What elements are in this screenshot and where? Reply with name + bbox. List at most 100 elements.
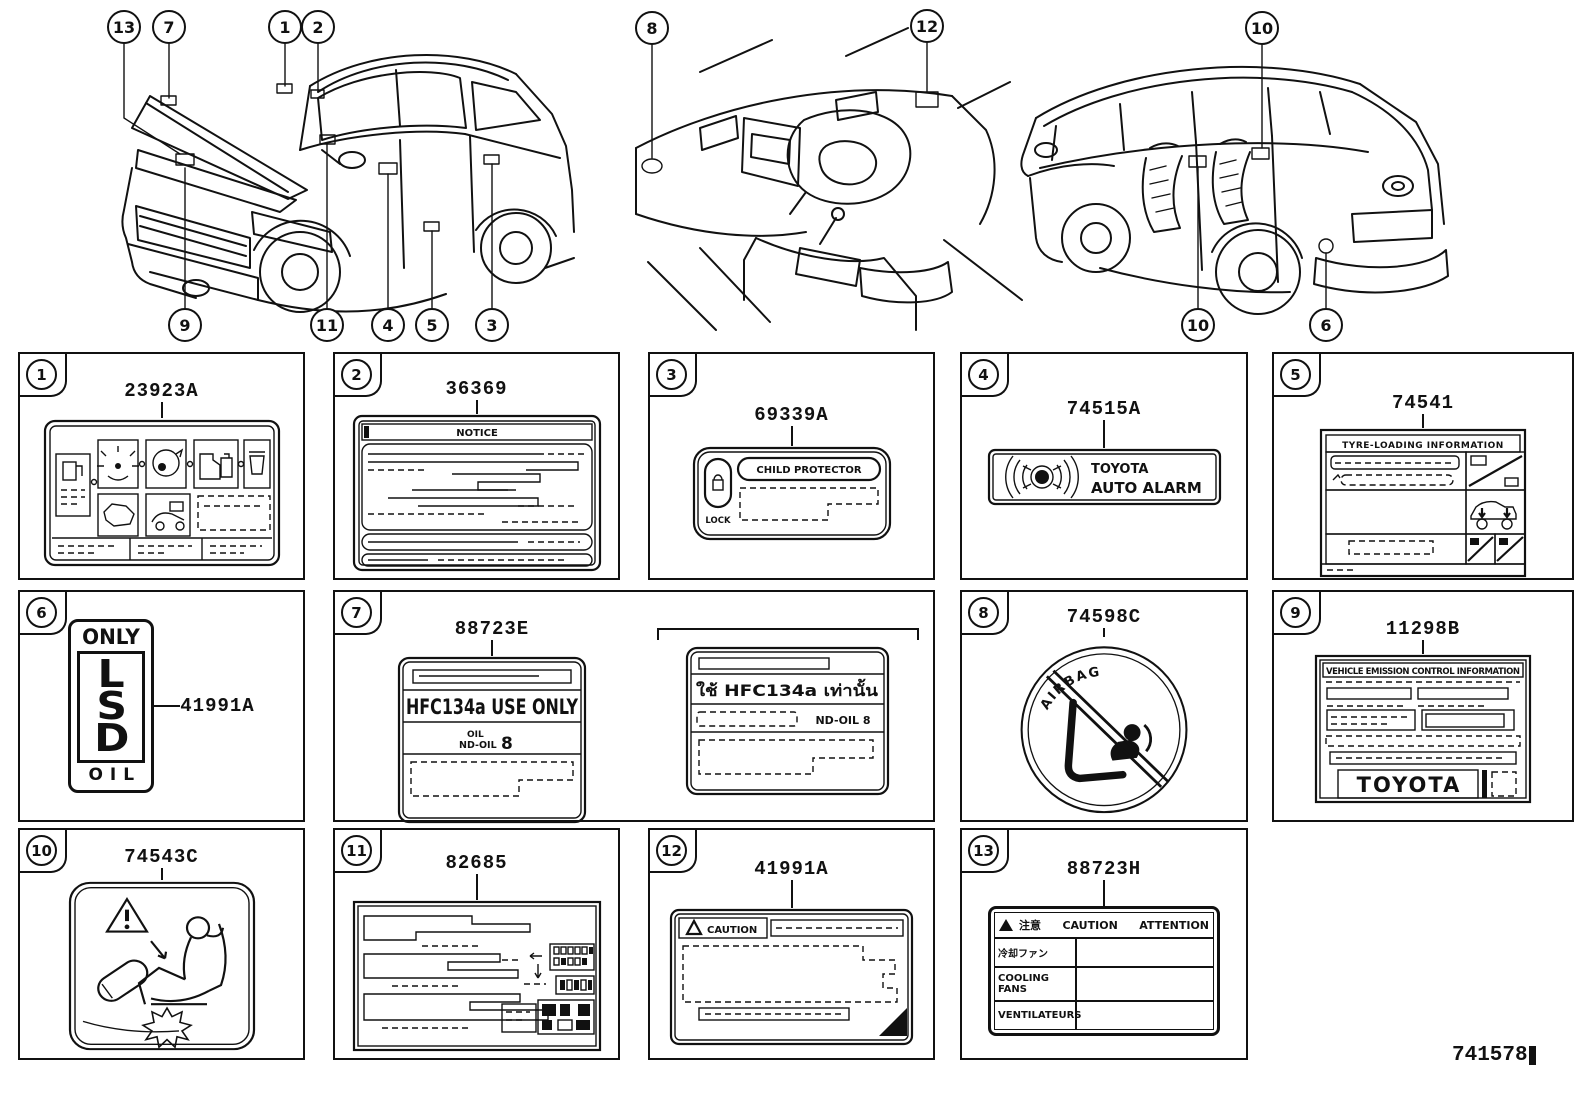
- legend-cell-7: 7 88723E HFC134a USE ONLY OIL ND-OIL 8: [333, 590, 935, 824]
- cell-number-badge: 3: [650, 354, 697, 397]
- fuse-box-label-art: [352, 900, 601, 1052]
- lsd-letters: L S D: [77, 651, 146, 764]
- cell-number-badge: 8: [962, 592, 1009, 635]
- rear-vehicle-drawing: [1020, 44, 1449, 315]
- cell-number: 12: [656, 835, 687, 866]
- caution-fr-text: ATTENTION: [1139, 918, 1210, 932]
- callout-6[interactable]: 6: [1309, 308, 1343, 342]
- cell-number: 5: [1280, 359, 1311, 390]
- legend-cell-9: 9 11298B VEHICLE EMISSION CONTROL INFORM…: [1272, 590, 1574, 822]
- part-number[interactable]: 11298B: [1385, 618, 1461, 640]
- cropped-glyph: [1528, 1046, 1536, 1065]
- legend-cell-3: 3 69339A LOCK CHILD PROTECTOR: [648, 352, 935, 580]
- caution-jp-text: 注意: [1019, 919, 1041, 932]
- lsd-only-text: ONLY: [82, 625, 141, 650]
- cell-number-badge: 1: [20, 354, 67, 397]
- callout-8[interactable]: 8: [635, 11, 669, 45]
- callout-1[interactable]: 1: [268, 10, 302, 44]
- oil-word: OIL: [467, 730, 484, 740]
- cell-number-badge: 7: [335, 592, 382, 635]
- refrigerant-headline: HFC134a USE ONLY: [406, 695, 579, 719]
- cell-number-badge: 9: [1274, 592, 1321, 635]
- cell-number: 11: [341, 835, 372, 866]
- legend-cell-12: 12 41991A CAUTION: [648, 828, 935, 1060]
- child-protector-title: CHILD PROTECTOR: [756, 465, 861, 476]
- leader-line: [790, 426, 793, 446]
- callout-7[interactable]: 7: [152, 10, 186, 44]
- tyre-loading-label-art: TYRE-LOADING INFORMATION: [1319, 428, 1527, 578]
- part-number[interactable]: 88723H: [1066, 858, 1142, 880]
- emission-control-label-art: VEHICLE EMISSION CONTROL INFORMATION TOY…: [1314, 654, 1532, 804]
- part-number[interactable]: 74598C: [1066, 606, 1142, 628]
- hfc134a-label-en-art: HFC134a USE ONLY OIL ND-OIL 8: [397, 656, 587, 824]
- cell-number: 2: [341, 359, 372, 390]
- callout-9[interactable]: 9: [168, 308, 202, 342]
- legend-cell-8: 8 74598C AIRBAG: [960, 590, 1248, 822]
- legend-cell-1: 1 23923A: [18, 352, 305, 580]
- lsd-oil-label-art: ONLY L S D OIL: [68, 619, 155, 793]
- cell-number: 4: [968, 359, 999, 390]
- callout-3[interactable]: 3: [475, 308, 509, 342]
- oil-spec: ND-OIL: [459, 740, 497, 751]
- callout-13[interactable]: 13: [107, 10, 141, 44]
- part-number[interactable]: 74515A: [1066, 398, 1142, 420]
- leader-line: [790, 880, 793, 908]
- part-number[interactable]: 74541: [1391, 392, 1454, 414]
- engine-room-caution-label-art: [43, 419, 280, 567]
- cell-number: 8: [968, 597, 999, 628]
- table-row: 冷却ファン: [995, 939, 1213, 968]
- caution-label-art: CAUTION: [669, 908, 914, 1046]
- interior-dashboard-drawing: [635, 27, 1023, 331]
- part-number[interactable]: 41991A: [180, 695, 255, 717]
- cell-number-badge: 2: [335, 354, 382, 397]
- part-number[interactable]: 74543C: [124, 846, 199, 868]
- leader-line: [1103, 880, 1105, 906]
- legend-cell-5: 5 74541 TYRE-LOADING INFORMATION: [1272, 352, 1574, 580]
- vehicle-location-diagrams: [121, 27, 1449, 331]
- cooling-fan-caution-label-art: 注意 CAUTION ATTENTION 冷却ファン COOLING FANS …: [988, 906, 1220, 1036]
- cell-number-badge: 6: [20, 592, 67, 635]
- cell-number: 1: [26, 359, 57, 390]
- auto-alarm-label-art: TOYOTA AUTO ALARM: [987, 448, 1221, 506]
- callout-11[interactable]: 11: [310, 308, 344, 342]
- cell-number: 10: [26, 835, 57, 866]
- legend-cell-6: 6 ONLY L S D OIL 41991A: [18, 590, 305, 822]
- leader-line: [491, 640, 493, 656]
- seat-cargo-warning-label-art: [68, 881, 255, 1051]
- cell-number: 9: [1280, 597, 1311, 628]
- product-text: AUTO ALARM: [1091, 479, 1202, 497]
- airbag-warning-label-art: AIRBAG: [1020, 646, 1187, 814]
- table-row: VENTILATEURS: [995, 1002, 1213, 1029]
- callout-12[interactable]: 12: [910, 9, 944, 43]
- callout-5[interactable]: 5: [415, 308, 449, 342]
- cell-number: 6: [26, 597, 57, 628]
- leader-line: [475, 874, 478, 900]
- cell-number-badge: 10: [20, 830, 67, 873]
- legend-cell-10: 10 74543C: [18, 828, 305, 1060]
- cell-number: 3: [656, 359, 687, 390]
- legend-cell-13: 13 88723H 注意 CAUTION ATTENTION 冷却ファン: [960, 828, 1248, 1060]
- refrigerant-label-group-en: 88723E HFC134a USE ONLY OIL ND-OIL 8: [397, 618, 587, 824]
- part-number[interactable]: 23923A: [124, 380, 199, 402]
- oil-qty: 8: [501, 734, 513, 754]
- leader-line: [154, 705, 181, 707]
- brand-text: TOYOTA: [1357, 773, 1462, 797]
- callout-2[interactable]: 2: [301, 10, 335, 44]
- part-number[interactable]: 69339A: [754, 404, 829, 426]
- callout-4[interactable]: 4: [371, 308, 405, 342]
- part-number[interactable]: 88723E: [454, 618, 530, 640]
- hfc134a-label-th-art: ใช้ HFC134a เท่านั้น ND-OIL 8: [685, 646, 890, 796]
- callout-10-top[interactable]: 10: [1245, 11, 1279, 45]
- caution-en-text: CAUTION: [1062, 918, 1118, 932]
- part-number[interactable]: 36369: [445, 378, 508, 400]
- tyre-loading-title: TYRE-LOADING INFORMATION: [1342, 441, 1504, 451]
- part-number[interactable]: 41991A: [754, 858, 829, 880]
- cell-number-badge: 12: [650, 830, 697, 873]
- grouping-bracket: [657, 628, 919, 640]
- emission-title: VEHICLE EMISSION CONTROL INFORMATION: [1326, 667, 1520, 677]
- part-number[interactable]: 82685: [445, 852, 508, 874]
- callout-10-bottom[interactable]: 10: [1181, 308, 1215, 342]
- drawing-number: 741578: [1452, 1044, 1536, 1067]
- front-vehicle-drawing: [121, 43, 575, 313]
- leader-line: [1103, 628, 1105, 638]
